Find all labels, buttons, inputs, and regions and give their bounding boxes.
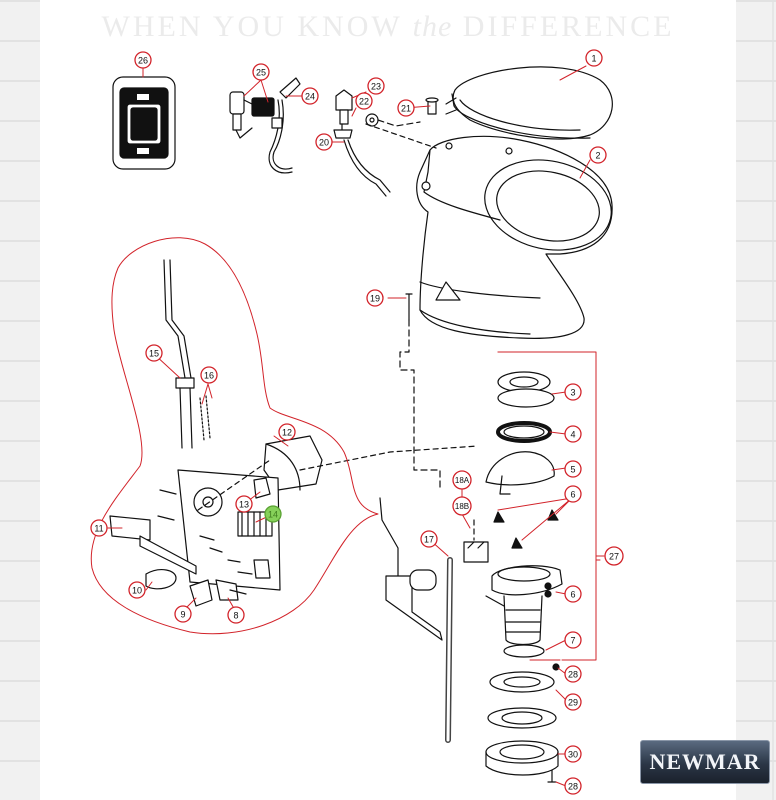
seal-flange-stack-part: [485, 371, 563, 658]
newmar-logo-text: NEWMAR: [649, 749, 761, 774]
floor-flange-part: [485, 663, 560, 783]
water-valve-sprayer-part: [229, 77, 301, 174]
callout-label-22: 22: [359, 97, 369, 107]
callout-label-2: 2: [595, 151, 600, 161]
callout-label-7: 7: [570, 636, 575, 646]
callout-label-17: 17: [424, 535, 434, 545]
callout-label-12: 12: [282, 428, 292, 438]
mounting-bolt-part: [399, 293, 441, 491]
callout-label-14: 14: [268, 510, 278, 520]
callout-label-29: 29: [568, 698, 578, 708]
callout-label-10: 10: [132, 586, 142, 596]
toilet-seat-lid-part: [445, 66, 613, 140]
callout-label-5: 5: [570, 465, 575, 475]
callout-29: 29: [564, 693, 582, 711]
callout-12: 12: [278, 423, 296, 441]
callout-label-28-lower: 28: [568, 782, 578, 792]
callout-22: 22: [355, 92, 373, 110]
callout-26: 26: [134, 51, 152, 69]
callout-label-1: 1: [591, 54, 596, 64]
callout-15: 15: [145, 344, 163, 362]
tagline-part-3: DIFFERENCE: [452, 10, 675, 43]
callout-11: 11: [90, 519, 108, 537]
callout-label-6-lower: 6: [570, 590, 575, 600]
callout-25: 25: [252, 63, 270, 81]
callout-label-15: 15: [149, 349, 159, 359]
callout-18a: 18A: [452, 470, 472, 490]
callout-30: 30: [564, 745, 582, 763]
callout-leaders: [107, 65, 605, 787]
callout-label-3: 3: [570, 388, 575, 398]
callout-4: 4: [564, 425, 582, 443]
callout-21: 21: [397, 99, 415, 117]
tagline-part-1: WHEN YOU KNOW: [101, 10, 413, 43]
callout-3: 3: [564, 383, 582, 401]
callout-label-8: 8: [233, 611, 238, 621]
callout-7: 7: [564, 631, 582, 649]
dashed-leader-lines: [197, 123, 479, 541]
callout-label-27: 27: [609, 552, 619, 562]
newmar-logo: NEWMAR: [640, 740, 770, 784]
callout-label-26: 26: [138, 56, 148, 66]
callout-20: 20: [315, 133, 333, 151]
callout-16: 16: [200, 366, 218, 384]
callout-label-23: 23: [371, 82, 381, 92]
callout-label-16: 16: [204, 371, 214, 381]
callout-9: 9: [174, 605, 192, 623]
callout-label-11: 11: [94, 524, 103, 534]
toilet-bowl-part: [416, 135, 613, 339]
flush-mechanism-part: [109, 259, 323, 607]
callout-label-28-upper: 28: [568, 670, 578, 680]
callout-6-upper: 6: [564, 485, 582, 503]
callout-27: 27: [604, 546, 624, 566]
tagline: WHEN YOU KNOW the DIFFERENCE: [0, 10, 776, 44]
callout-5: 5: [564, 460, 582, 478]
callout-28-lower: 28: [564, 777, 582, 795]
callout-label-20: 20: [319, 138, 329, 148]
callout-label-25: 25: [256, 68, 266, 78]
callout-18b: 18B: [452, 496, 472, 516]
callout-17: 17: [420, 530, 438, 548]
callout-8: 8: [227, 606, 245, 624]
red-group-outline: [90, 237, 601, 661]
callout-label-18a: 18A: [455, 476, 470, 485]
callout-label-18b: 18B: [455, 502, 469, 511]
callout-label-9: 9: [180, 610, 185, 620]
callout-19: 19: [366, 289, 384, 307]
flush-pedal-linkage-part: [379, 497, 489, 743]
callout-13: 13: [235, 495, 253, 513]
wall-switch-part: [112, 76, 176, 170]
callout-14-highlighted[interactable]: 14: [264, 505, 282, 523]
callout-label-4: 4: [570, 430, 575, 440]
callout-2: 2: [589, 146, 607, 164]
callout-label-19: 19: [370, 294, 380, 304]
callout-10: 10: [128, 581, 146, 599]
callout-label-13: 13: [239, 500, 249, 510]
callout-28-upper: 28: [564, 665, 582, 683]
callout-label-21: 21: [401, 104, 411, 114]
inlet-valve-hose-part: [333, 89, 439, 197]
callout-6-lower: 6: [564, 585, 582, 603]
callout-balloons: 26 25 24 23 22 21: [90, 49, 624, 795]
callout-label-24: 24: [305, 92, 315, 102]
callout-label-30: 30: [568, 750, 578, 760]
tagline-part-2: the: [412, 10, 453, 43]
callout-24: 24: [301, 87, 319, 105]
callout-23: 23: [367, 77, 385, 95]
callout-1: 1: [585, 49, 603, 67]
callout-label-6-upper: 6: [570, 490, 575, 500]
